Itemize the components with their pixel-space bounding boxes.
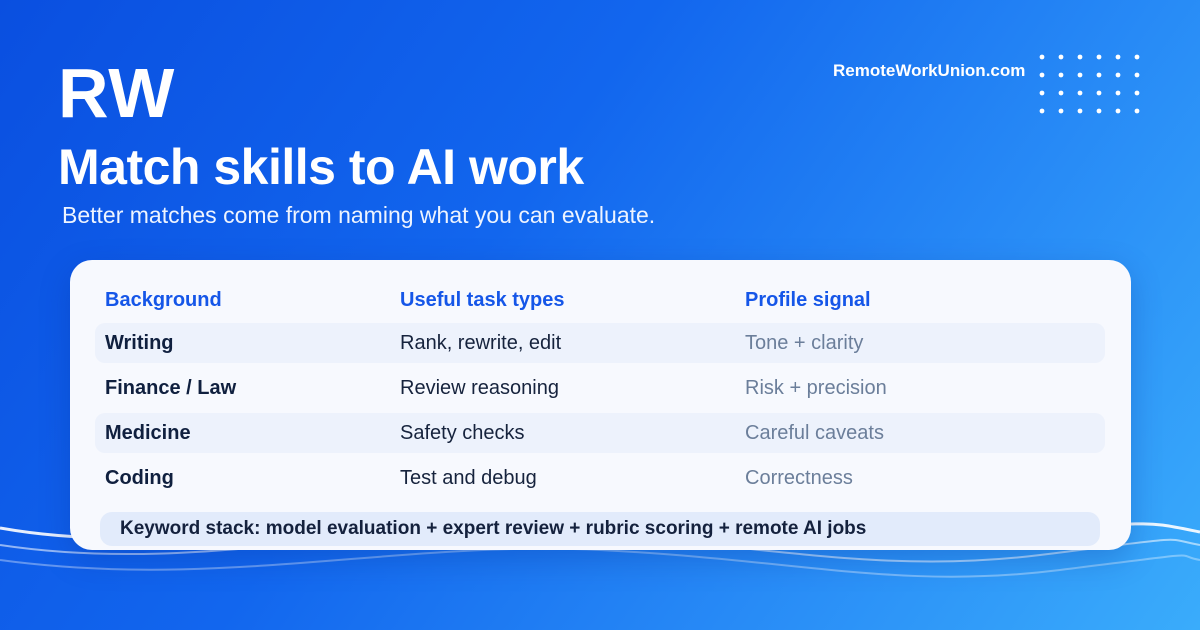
profile-signal-cell: Careful caveats xyxy=(745,422,884,444)
table-row: Writing Rank, rewrite, edit Tone + clari… xyxy=(95,323,1105,363)
keyword-stack-text: Keyword stack: model evaluation + expert… xyxy=(120,518,867,539)
table-row: Finance / Law Review reasoning Risk + pr… xyxy=(95,368,1105,408)
task-types-cell: Rank, rewrite, edit xyxy=(400,332,562,354)
profile-signal-cell: Risk + precision xyxy=(745,377,887,399)
background-cell: Writing xyxy=(105,332,174,354)
profile-signal-cell: Tone + clarity xyxy=(745,332,864,354)
task-types-cell: Test and debug xyxy=(400,467,537,489)
column-header-task-types: Useful task types xyxy=(400,289,565,311)
table-row: Coding Test and debug Correctness xyxy=(95,458,1105,498)
task-types-cell: Safety checks xyxy=(400,422,525,444)
keyword-stack-bar: Keyword stack: model evaluation + expert… xyxy=(100,512,1100,546)
skills-table-card: Background Useful task types Profile sig… xyxy=(70,260,1131,550)
table-header-row: Background Useful task types Profile sig… xyxy=(95,280,1105,320)
background-cell: Coding xyxy=(105,467,174,489)
column-header-background: Background xyxy=(105,289,222,311)
background-cell: Finance / Law xyxy=(105,377,237,399)
background-cell: Medicine xyxy=(105,422,191,444)
subheadline: Better matches come from naming what you… xyxy=(62,202,656,228)
dot-grid-decoration xyxy=(1039,54,1140,114)
task-types-cell: Review reasoning xyxy=(400,377,559,399)
headline: Match skills to AI work xyxy=(58,139,584,195)
column-header-profile-signal: Profile signal xyxy=(745,289,871,311)
brand-logo: RW xyxy=(58,54,176,132)
table-row: Medicine Safety checks Careful caveats xyxy=(95,413,1105,453)
site-url-link[interactable]: RemoteWorkUnion.com xyxy=(833,61,1026,80)
profile-signal-cell: Correctness xyxy=(745,467,853,489)
